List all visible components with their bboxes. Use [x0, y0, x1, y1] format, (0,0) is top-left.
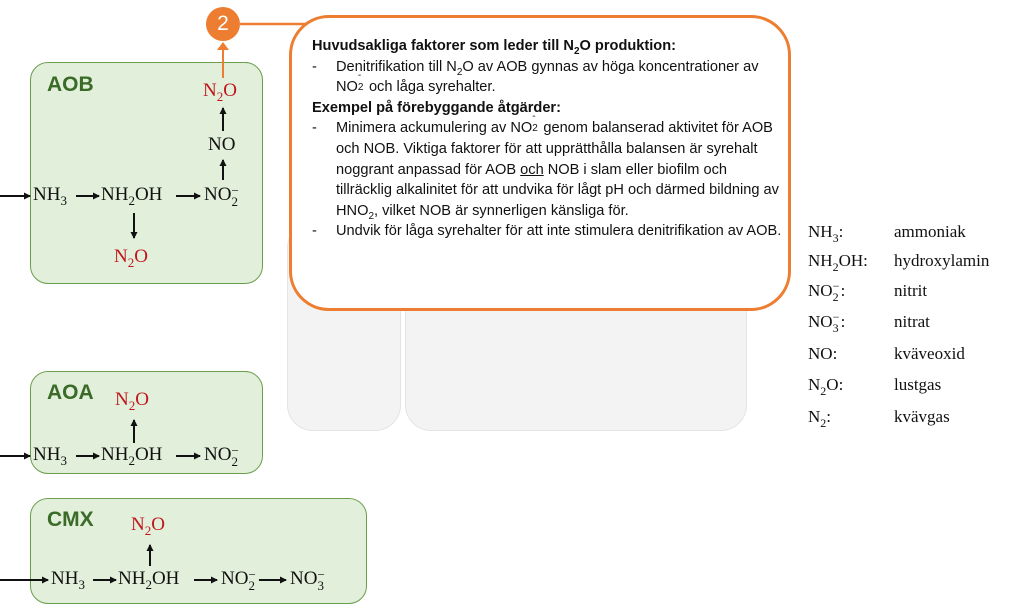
aob-nh2oh: NH2OH	[101, 184, 163, 208]
legend-row-no: NO:kväveoxid	[808, 344, 965, 363]
legend-row-nh2oh: NH2OH:hydroxylamin	[808, 251, 990, 274]
legend-row-n2: N2:kvävgas	[808, 407, 950, 430]
aoa-n2o: N2O	[115, 389, 149, 413]
step-badge: 2	[206, 7, 240, 41]
callout-heading-factors: Huvudsakliga faktorer som leder till N2O…	[312, 38, 676, 57]
aob-n2o-top: N2O	[203, 80, 237, 104]
callout-bullet-1: -Denitrifikation till N2O av AOB gynnas …	[312, 58, 759, 96]
cmx-no2: NO−2	[221, 567, 256, 593]
aoa-nh3: NH3	[33, 444, 67, 468]
aob-no2: NO−2	[204, 183, 239, 209]
cmx-nh2oh: NH2OH	[118, 568, 180, 592]
legend-row-no2: NO−2:nitrit	[808, 279, 928, 304]
aob-box	[30, 62, 263, 284]
aoa-label: AOA	[47, 381, 94, 404]
legend-row-no3: NO−3:nitrat	[808, 310, 930, 335]
cmx-n2o: N2O	[131, 514, 165, 538]
callout-box	[289, 15, 791, 311]
legend-row-nh3: NH3:ammoniak	[808, 222, 966, 245]
callout-heading-measures: Exempel på förebyggande åtgärder:	[312, 99, 561, 116]
legend-row-n2o: N2O:lustgas	[808, 375, 942, 398]
cmx-nh3: NH3	[51, 568, 85, 592]
callout-text: Huvudsakliga faktorer som leder till N2O…	[312, 36, 782, 242]
aob-n2o-bottom: N2O	[114, 246, 148, 270]
orange-arrowhead-icon	[217, 42, 229, 50]
aoa-box	[30, 371, 263, 474]
aob-no: NO	[208, 134, 236, 155]
cmx-label: CMX	[47, 508, 94, 531]
callout-bullet-2: -Minimera ackumulering av NO-2 genom bal…	[312, 111, 779, 222]
cmx-box	[30, 498, 367, 604]
aoa-nh2oh: NH2OH	[101, 444, 163, 468]
callout-bullet-3: -Undvik för låga syrehalter för att inte…	[312, 223, 782, 240]
cmx-no3: NO−3	[290, 567, 325, 593]
aob-label: AOB	[47, 73, 94, 96]
aob-nh3: NH3	[33, 184, 67, 208]
aoa-no2: NO−2	[204, 443, 239, 469]
